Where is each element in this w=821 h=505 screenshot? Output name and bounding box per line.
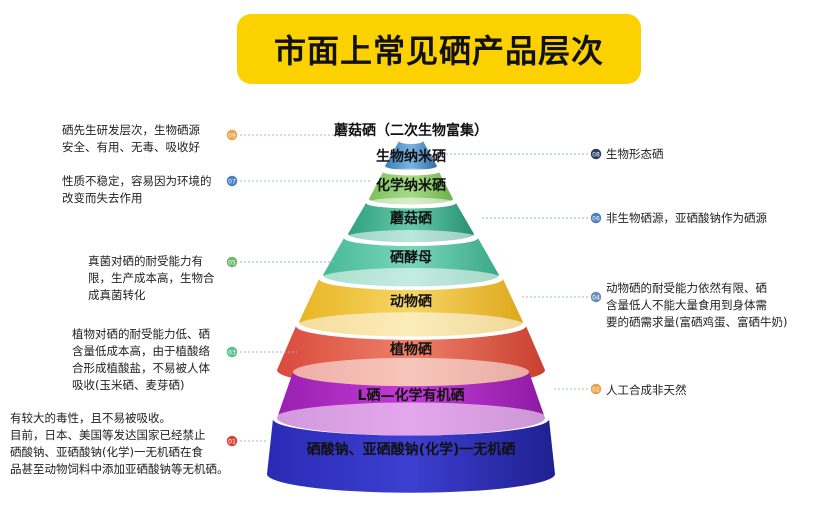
note-line: 硒酸钠、亚硒酸钠(化学)一无机硒在食 [10,445,203,459]
level-label-3: 化学纳米硒 [376,178,446,194]
note-line: 植物对硒的耐受能力低、硒 [72,327,210,341]
note-09: 硒先生研发层次，生物硒源安全、有用、无毒、吸收好 [62,122,200,156]
note-line: 人工合成非天然 [606,383,687,397]
step-marker-06 [589,211,603,225]
pyramid-layer-top-6 [319,267,503,291]
level-label-7: 植物硒 [390,342,432,358]
pyramid-layer-top-5 [344,229,478,247]
level-label-2: 生物纳米硒 [376,149,446,165]
note-line: 要的硒需求量(富硒鸡蛋、富硒牛奶) [606,315,788,329]
note-line: 生物形态硒 [606,147,664,161]
pyramid-layer-top-9 [273,402,549,436]
note-07: 性质不稳定，容易因为环境的改变而失去作用 [62,173,212,207]
note-line: 改变而失去作用 [62,191,143,205]
step-number-06: 06 [592,216,600,223]
note-01: 有较大的毒性，且不易被吸收。目前，日本、美国等发达国家已经禁止硒酸钠、亚硒酸钠(… [10,410,229,478]
step-number-07: 07 [228,179,236,186]
step-marker-09 [225,128,239,142]
level-label-5: 硒酵母 [390,250,432,266]
title-banner: 市面上常见硒产品层次 [237,14,641,84]
step-number-03: 03 [228,350,236,357]
step-marker-02 [589,382,603,396]
step-marker-04 [589,290,603,304]
pyramid-layer-top-4 [366,197,456,209]
note-line: 非生物硒源，亚硒酸钠作为硒源 [606,211,767,225]
level-label-1: 蘑菇硒（二次生物富集） [334,123,488,139]
pyramid-layer-2 [385,141,437,170]
step-number-09: 09 [228,133,236,140]
pyramid-layer-top-8 [293,357,529,387]
level-label-8: L硒—化学有机硒 [357,388,465,404]
pyramid-layer-top-3 [383,168,439,176]
note-line: 真菌对硒的耐受能力有 [88,254,203,268]
note-line: 动物硒的耐受能力依然有限、硒 [606,281,767,295]
level-label-4: 蘑菇硒 [390,211,432,227]
step-marker-05 [225,255,239,269]
note-line: 目前，日本、美国等发达国家已经禁止 [10,428,206,442]
step-number-08: 08 [592,152,600,159]
step-marker-07 [225,174,239,188]
note-06: 非生物硒源，亚硒酸钠作为硒源 [606,210,767,227]
step-marker-08 [589,147,603,161]
page-title: 市面上常见硒产品层次 [273,32,604,70]
step-number-02: 02 [592,387,600,394]
note-line: 限，生产成本高，生物合 [88,271,215,285]
note-line: 成真菌转化 [88,288,146,302]
level-label-6: 动物硒 [390,294,432,310]
note-line: 含量低人不能大量食用到身体需 [606,298,767,312]
step-marker-01 [225,434,239,448]
pyramid-layer-3 [369,172,453,205]
note-04: 动物硒的耐受能力依然有限、硒含量低人不能大量食用到身体需要的硒需求量(富硒鸡蛋、… [606,280,787,331]
pyramid-layer-top-2 [399,138,423,144]
note-08: 生物形态硒 [606,146,664,163]
note-line: 性质不稳定，容易因为环境的 [62,174,212,188]
pyramid-layer-9 [267,419,555,493]
note-05: 真菌对硒的耐受能力有限，生产成本高，生物合成真菌转化 [88,253,215,304]
step-number-04: 04 [592,295,600,302]
step-marker-03 [225,345,239,359]
note-line: 吸收(玉米硒、麦芽硒) [72,378,185,392]
step-number-01: 01 [228,439,236,446]
note-line: 品甚至动物饲料中添加亚硒酸钠等无机硒。 [10,462,229,476]
note-line: 合形成植酸盐，不易被人体 [72,361,210,375]
note-03: 植物对硒的耐受能力低、硒含量低成本高，由于植酸络合形成植酸盐，不易被人体吸收(玉… [72,326,210,394]
pyramid-layer-top-7 [296,312,526,340]
note-line: 安全、有用、无毒、吸收好 [62,140,200,154]
level-label-9: 硒酸钠、亚硒酸钠(化学)一无机硒 [306,442,516,458]
note-02: 人工合成非天然 [606,382,687,399]
step-number-05: 05 [228,260,236,267]
note-line: 含量低成本高，由于植酸络 [72,344,210,358]
note-line: 硒先生研发层次，生物硒源 [62,123,200,137]
note-line: 有较大的毒性，且不易被吸收。 [10,411,171,425]
